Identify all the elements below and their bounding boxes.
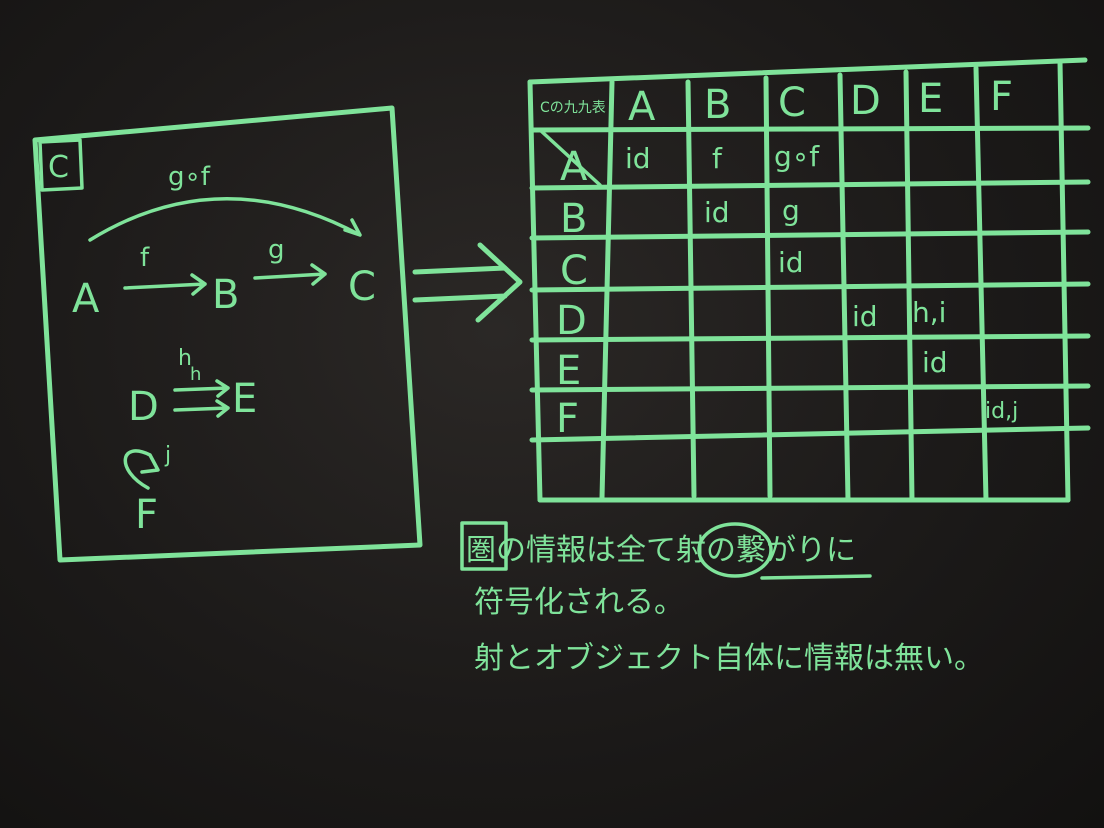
cell-F-F: id,j bbox=[985, 399, 1018, 424]
category-frame bbox=[32, 105, 423, 563]
arrow-h bbox=[173, 379, 230, 398]
multiplication-table-grid bbox=[527, 57, 1091, 503]
object-D: D bbox=[128, 384, 159, 430]
column-header-B: B bbox=[704, 82, 731, 128]
row-header-C: C bbox=[560, 248, 588, 294]
object-B: B bbox=[212, 272, 239, 318]
note-underline bbox=[760, 574, 872, 580]
note-line-3: 射とオブジェクト自体に情報は無い。 bbox=[474, 641, 984, 676]
note-line-1: 圏の情報は全て射の繋がりに bbox=[466, 533, 856, 568]
label-j: j bbox=[164, 443, 171, 468]
column-header-F: F bbox=[990, 74, 1013, 120]
row-header-A: A bbox=[560, 144, 588, 190]
column-header-E: E bbox=[918, 76, 943, 122]
arrow-gof bbox=[88, 197, 362, 242]
label-gof: g∘f bbox=[168, 162, 211, 192]
table-row-headers: A B C D E F bbox=[556, 144, 588, 442]
cell-E-E: id bbox=[922, 346, 948, 379]
object-F: F bbox=[135, 492, 158, 538]
table-corner-label: Cの九九表 bbox=[540, 100, 606, 116]
label-g: g bbox=[268, 235, 285, 265]
note-line-2: 符号化される。 bbox=[474, 585, 684, 620]
cell-B-C: g bbox=[782, 194, 800, 227]
object-A: A bbox=[72, 276, 100, 322]
column-header-D: D bbox=[850, 78, 881, 124]
arrow-j-loop bbox=[123, 449, 160, 490]
table-column-headers: A B C D E F bbox=[628, 74, 1013, 130]
implies-arrow bbox=[412, 242, 523, 323]
cell-B-B: id bbox=[704, 196, 730, 229]
column-header-C: C bbox=[778, 80, 806, 126]
cell-A-B: f bbox=[712, 142, 723, 175]
cell-D-E: h,i bbox=[912, 296, 946, 329]
category-corner-label: C bbox=[48, 150, 69, 185]
cell-A-A: id bbox=[625, 142, 651, 175]
label-h: h bbox=[178, 346, 192, 371]
arrow-f bbox=[123, 273, 207, 296]
column-header-A: A bbox=[628, 84, 656, 130]
row-header-E: E bbox=[556, 348, 581, 394]
row-header-D: D bbox=[556, 298, 587, 344]
object-C: C bbox=[348, 264, 376, 310]
category-diagram: C A B C D E F f g g∘f h h j bbox=[32, 105, 423, 563]
cell-C-C: id bbox=[778, 246, 804, 279]
note-kanji-box bbox=[460, 521, 508, 571]
cell-D-D: id bbox=[852, 300, 878, 333]
label-f: f bbox=[140, 243, 150, 273]
row-header-F: F bbox=[556, 396, 579, 442]
note-circle-highlight bbox=[697, 522, 773, 578]
arrow-g bbox=[253, 263, 327, 286]
row-header-B: B bbox=[560, 196, 587, 242]
label-i: h bbox=[190, 364, 201, 385]
arrow-i bbox=[173, 399, 230, 418]
category-corner-box bbox=[38, 138, 84, 192]
table-cells: id f g∘f id g id id h,i id id,j bbox=[625, 140, 1018, 424]
object-E: E bbox=[232, 376, 257, 422]
handwritten-notes: 圏の情報は全て射の繋がりに 符号化される。 射とオブジェクト自体に情報は無い。 bbox=[460, 521, 984, 676]
cell-A-C: g∘f bbox=[774, 140, 820, 173]
